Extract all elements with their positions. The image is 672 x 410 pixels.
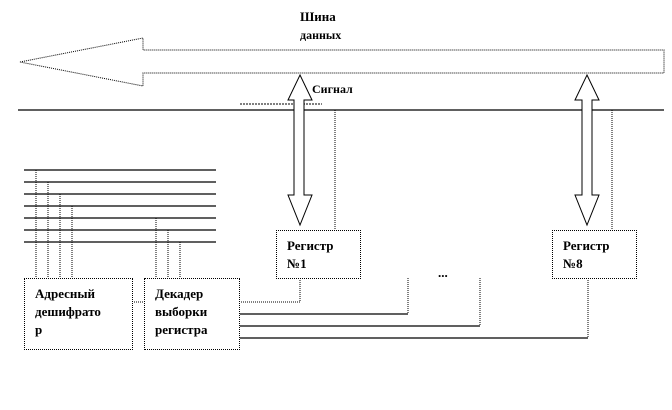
bus-title-line2: данных <box>300 28 342 42</box>
address-decoder-line2: дешифрато <box>35 304 101 319</box>
register-1-block: Регистр №1 <box>276 230 361 279</box>
select-lines <box>239 313 588 339</box>
register-8-bidirectional-arrow <box>574 73 600 227</box>
register-1-line2: №1 <box>287 256 307 271</box>
register-8-line2: №8 <box>563 256 583 271</box>
data-bus-arrow <box>19 37 665 87</box>
select-decoder-line2: выборки <box>155 304 208 319</box>
register-1-bidirectional-arrow <box>287 73 313 227</box>
address-decoder-line1: Адресный <box>35 286 96 301</box>
address-bus-lines <box>24 169 216 243</box>
address-decoder-block: Адресный дешифрато р <box>24 278 133 350</box>
address-decoder-line3: р <box>35 322 43 337</box>
register-8-block: Регистр №8 <box>552 230 637 279</box>
select-decoder-line1: Декадер <box>155 286 204 301</box>
signal-label: Сигнал <box>312 82 353 96</box>
address-taps <box>35 170 589 338</box>
ellipsis: ... <box>438 265 448 280</box>
register-1-line1: Регистр <box>287 238 334 253</box>
register-select-decoder-block: Декадер выборки регистра <box>144 278 240 350</box>
bus-title-line1: Шина <box>300 9 336 24</box>
register-8-line1: Регистр <box>563 238 610 253</box>
select-decoder-line3: регистра <box>155 322 208 337</box>
